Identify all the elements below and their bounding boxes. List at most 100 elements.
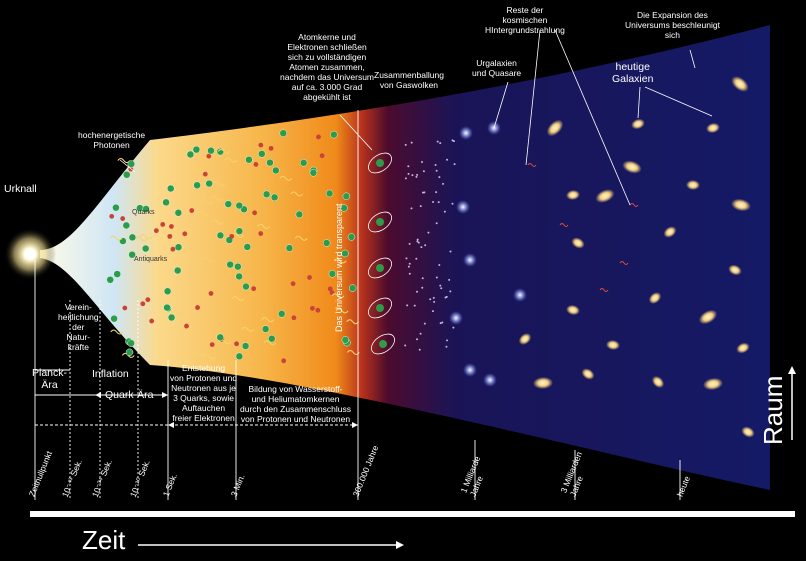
nucleon-particle <box>299 159 308 167</box>
atom-nucleus <box>376 218 384 226</box>
gas-cloud-dot <box>449 250 452 253</box>
bildung-arrow-left <box>168 422 174 428</box>
quark-particle <box>316 134 321 140</box>
galaxy <box>698 309 718 325</box>
gas-cloud-dot <box>452 326 455 329</box>
nucleon-particle <box>235 272 243 281</box>
quasar <box>483 373 497 387</box>
galaxies-group <box>449 76 755 438</box>
galaxy <box>686 179 700 191</box>
photon-wave <box>210 195 224 201</box>
gas-cloud-dot <box>453 163 456 166</box>
gas-cloud-dot <box>416 238 419 241</box>
quark-particle <box>307 275 312 280</box>
nucleon-particle <box>285 244 294 252</box>
photon-wave <box>231 296 245 302</box>
quark-particle <box>290 281 296 287</box>
gas-cloud-dot <box>438 176 441 179</box>
photon-wave <box>188 165 202 171</box>
quark-particle <box>184 323 189 329</box>
gas-cloud-dot <box>422 170 425 173</box>
gas-cloud-dot <box>445 295 448 298</box>
nucleon-particle <box>347 233 356 241</box>
quasar <box>449 311 463 325</box>
nucleon-particle <box>125 348 134 357</box>
gas-cloud-dot <box>434 164 437 167</box>
nucleon-particle <box>261 325 270 333</box>
nucleon-particle <box>262 190 271 199</box>
gas-cloud-dot <box>416 173 419 176</box>
photon-wave <box>279 175 293 181</box>
gas-cloud-dot <box>404 177 407 180</box>
nucleon-particle <box>167 313 176 322</box>
nucleon-particle <box>341 249 349 258</box>
bildung-arrow-right <box>352 422 358 428</box>
background-radiation <box>629 203 639 207</box>
nucleon-particle <box>193 181 201 190</box>
quark-particle <box>182 231 188 237</box>
gas-cloud-dot <box>427 231 430 234</box>
gas-cloud-dot <box>429 298 432 301</box>
big-bang-core <box>24 248 36 260</box>
nucleon-particle <box>174 209 183 217</box>
gas-cloud-dot <box>408 262 411 265</box>
gas-cloud-dot <box>432 201 435 204</box>
photon-wave <box>109 235 123 241</box>
inflation-label: Inflation <box>92 368 129 380</box>
urknall-label: Urknall <box>4 183 37 195</box>
quark-particle <box>206 153 212 159</box>
photon-wave <box>212 181 226 187</box>
nucleon-particle <box>258 150 266 158</box>
quark-particle <box>195 305 200 310</box>
gas-cloud-dot <box>404 143 407 146</box>
galaxy <box>546 119 564 137</box>
nucleon-particle <box>127 339 135 347</box>
gas-cloud-dot <box>437 201 440 204</box>
nucleon-particle <box>216 231 225 240</box>
galaxy <box>703 377 723 391</box>
galaxy <box>631 118 645 130</box>
gas-cloud-dot <box>435 276 438 279</box>
quark-particle <box>209 342 215 347</box>
nucleon-particle <box>235 352 244 361</box>
gas-cloud-dot <box>421 286 424 289</box>
photon-wave <box>257 223 271 229</box>
nucleon-particle <box>166 184 175 193</box>
gas-cloud-dot <box>420 161 423 164</box>
nucleon-particle <box>112 203 120 212</box>
nucleon-particle <box>309 169 318 177</box>
nucleon-particle <box>266 158 274 167</box>
nucleon-particle <box>342 192 351 201</box>
gas-cloud-dot <box>423 322 426 325</box>
nucleon-particle <box>226 260 234 269</box>
quark-particle <box>253 162 259 167</box>
quasar <box>463 253 477 267</box>
gas-cloud-dot <box>411 174 414 177</box>
photon-wave <box>294 235 308 241</box>
gas-cloud-dot <box>420 246 423 249</box>
background-radiation <box>527 163 537 167</box>
gaswolken-label: Zusammenballung von Gaswolken <box>374 70 444 90</box>
gas-cloud-dot <box>446 158 449 161</box>
quark-particle <box>167 233 173 239</box>
gas-cloud-dot <box>415 175 418 178</box>
gas-cloud-dot <box>406 304 409 307</box>
nucleon-particle <box>235 227 244 235</box>
quark-particle <box>189 208 195 213</box>
gas-cloud-dot <box>405 257 408 260</box>
expansion-label: Die Expansion des Universums beschleunig… <box>625 10 720 40</box>
quark-particle <box>252 210 258 216</box>
particles-group <box>106 129 456 364</box>
atom-nucleus <box>379 340 387 348</box>
quark-particle <box>268 145 274 151</box>
galaxy <box>736 342 750 354</box>
galaxy <box>622 160 642 174</box>
quark-particle <box>315 307 321 313</box>
photon-wave <box>290 191 304 197</box>
nucleon-particle <box>295 210 304 219</box>
atom-orbit <box>368 211 392 233</box>
gas-cloud-dot <box>404 344 407 347</box>
nucleon-particle <box>162 198 170 207</box>
quark-particle <box>149 318 155 324</box>
